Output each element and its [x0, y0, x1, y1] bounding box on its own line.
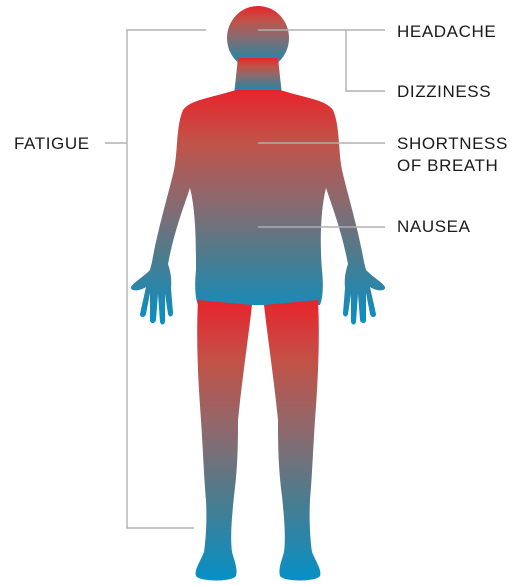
dizziness-label: DIZZINESS [397, 81, 491, 103]
fatigue-label: FATIGUE [14, 133, 90, 155]
shortness-label-line1: SHORTNESS [397, 133, 508, 155]
shortness-label-line2: OF BREATH [397, 155, 498, 177]
torso-and-arms [131, 90, 385, 325]
left-leg [196, 300, 252, 581]
headache-label: HEADACHE [397, 21, 496, 43]
right-leg [264, 300, 320, 581]
neck [234, 58, 282, 95]
human-body-silhouette [131, 6, 385, 581]
nausea-label: NAUSEA [397, 216, 471, 238]
dizziness-leader [346, 30, 385, 91]
